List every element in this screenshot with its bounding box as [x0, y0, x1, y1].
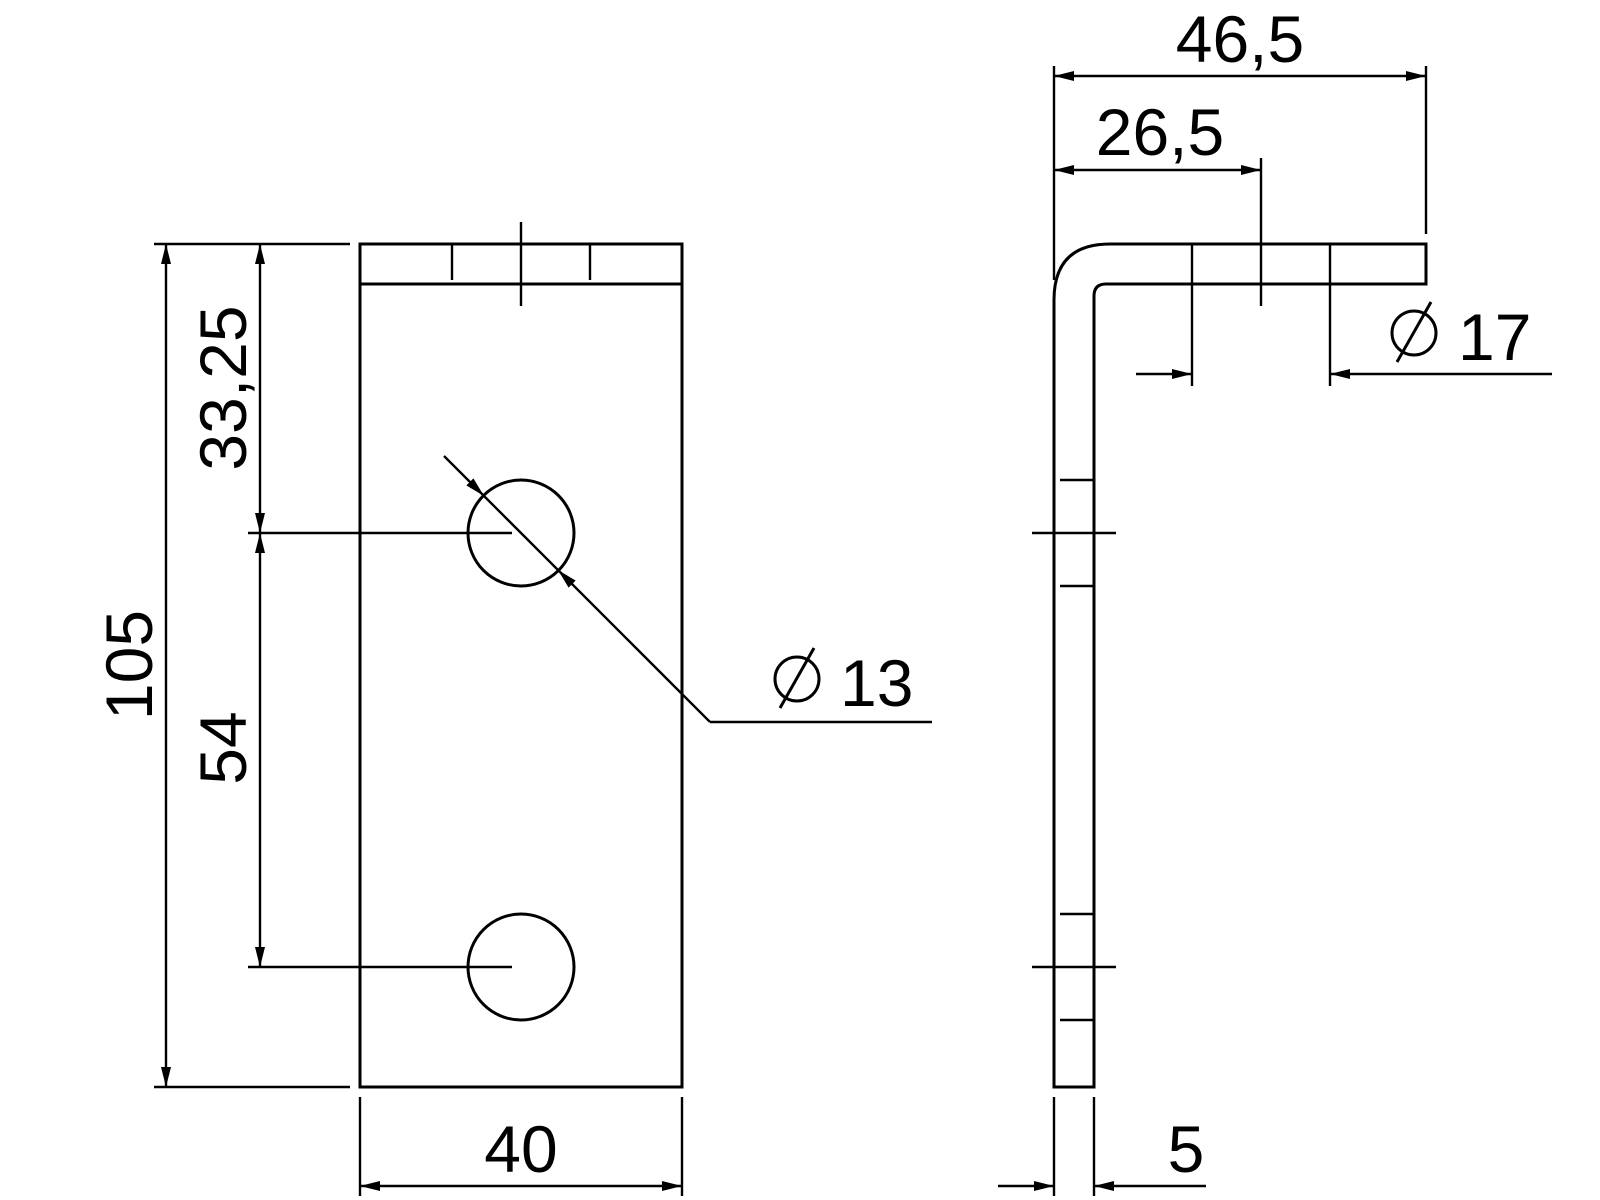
dim-text-overall-depth: 46,5 — [1176, 2, 1304, 76]
diameter-symbol-icon — [773, 647, 821, 709]
front-view: 105 33,25 54 40 13 — [92, 222, 932, 1196]
dim-text-to-hole-center: 26,5 — [1096, 95, 1224, 169]
leader-hole-diameter — [557, 569, 711, 723]
dim-text-height: 105 — [92, 610, 166, 720]
dim-text-hole-spacing: 54 — [186, 711, 260, 784]
profile-outer — [1052, 242, 1428, 1089]
dim-text-hole-17: 17 — [1458, 300, 1531, 374]
dim-text-thickness: 5 — [1168, 1112, 1205, 1186]
diameter-symbol-icon — [1390, 301, 1438, 363]
dim-text-hole-diameter: 13 — [840, 646, 913, 720]
leader-hole-diameter-through — [483, 495, 559, 571]
dim-text-top-to-hole: 33,25 — [186, 305, 260, 470]
plate-outline — [358, 242, 684, 1089]
dim-text-width: 40 — [484, 1112, 557, 1186]
leader-hole-diameter-outer — [443, 455, 485, 497]
side-view: 46,5 26,5 17 5 — [998, 2, 1552, 1196]
